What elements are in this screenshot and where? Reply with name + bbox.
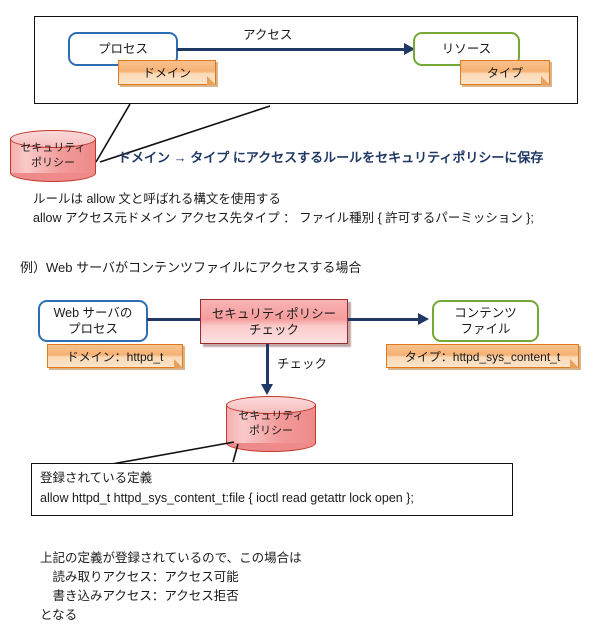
definition-callout: 登録されている定義 allow httpd_t httpd_sys_conten… <box>31 463 513 516</box>
policy-leader-lines <box>95 103 271 163</box>
content-file-box: コンテンツ ファイル <box>432 300 539 342</box>
example-connector-1 <box>147 318 202 321</box>
conclusion-line2: 読み取りアクセス：アクセス可能 <box>40 570 239 584</box>
check-box-line1: セキュリティポリシー <box>211 306 337 321</box>
conclusion-line1: 上記の定義が登録されているので、この場合は <box>40 551 302 565</box>
process-box-label: プロセス <box>97 42 148 56</box>
definition-leader-lines <box>111 441 239 465</box>
access-arrow-head <box>404 43 415 55</box>
cylinder-top <box>10 130 96 148</box>
domain-tag-label: ドメイン <box>142 66 191 80</box>
policy-cylinder-top-line2: ポリシー <box>31 157 75 169</box>
policy-cylinder-top-line1: セキュリティ <box>20 142 86 154</box>
cylinder-top <box>226 396 316 414</box>
check-arrow-head <box>261 384 273 395</box>
conclusion-line4: となる <box>40 608 78 622</box>
type-tag-label: タイプ <box>486 66 523 80</box>
security-policy-check-box: セキュリティポリシー チェック <box>200 299 348 344</box>
check-arrow-line <box>266 344 269 388</box>
policy-cylinder-top: セキュリティ ポリシー <box>10 130 96 182</box>
example-process-line1: Web サーバの <box>53 306 133 320</box>
resource-box-label: リソース <box>441 42 492 56</box>
example-type-tag-label: タイプ：httpd_sys_content_t <box>404 349 561 364</box>
content-file-line1: コンテンツ <box>454 306 517 320</box>
definition-line1: 登録されている定義 <box>40 471 153 485</box>
example-type-tag: タイプ：httpd_sys_content_t <box>386 344 579 368</box>
example-arrow-head <box>418 313 429 325</box>
policy-cylinder-example: セキュリティ ポリシー <box>226 396 316 452</box>
domain-tag: ドメイン <box>118 60 216 85</box>
example-connector-2 <box>348 318 424 321</box>
example-domain-tag-label: ドメイン：httpd_t <box>66 349 164 364</box>
policy-cylinder-example-label: セキュリティ ポリシー <box>226 409 316 439</box>
check-box-line2: チェック <box>248 322 299 337</box>
access-arrow-label: アクセス <box>243 28 293 42</box>
content-file-line2: ファイル <box>460 322 511 336</box>
example-process-line2: プロセス <box>67 322 118 336</box>
policy-cylinder-top-label: セキュリティ ポリシー <box>10 141 96 171</box>
type-tag: タイプ <box>460 60 550 85</box>
check-arrow-label: チェック <box>277 357 328 371</box>
example-process-box: Web サーバの プロセス <box>38 300 148 342</box>
access-arrow-line <box>177 48 410 51</box>
rule-note-line2: allow アクセス元ドメイン アクセス先タイプ ： ファイル種別 { 許可する… <box>33 211 534 225</box>
policy-cylinder-example-line1: セキュリティ <box>238 410 304 422</box>
example-domain-tag: ドメイン：httpd_t <box>47 344 183 368</box>
conclusion-line3: 書き込みアクセス：アクセス拒否 <box>40 589 239 603</box>
example-heading: 例）Web サーバがコンテンツファイルにアクセスする場合 <box>20 260 362 275</box>
definition-line2: allow httpd_t httpd_sys_content_t:file {… <box>40 491 414 505</box>
policy-cylinder-example-line2: ポリシー <box>249 425 293 437</box>
policy-summary-text: ドメイン → タイプ にアクセスするルールをセキュリティポリシーに保存 <box>118 150 544 165</box>
rule-note-line1: ルールは allow 文と呼ばれる構文を使用する <box>33 192 281 206</box>
